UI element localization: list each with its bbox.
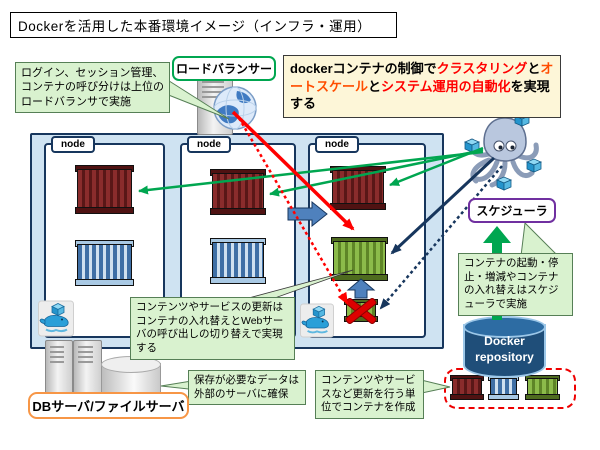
storage-callout: 保存が必要なデータは外部のサーバに確保 — [188, 370, 306, 406]
docker-repository-cylinder: Docker repository — [463, 316, 546, 378]
image-container-green — [525, 375, 560, 400]
container-red-node3 — [330, 166, 386, 210]
failed-x-icon — [345, 298, 377, 324]
container-red-node1 — [75, 165, 134, 214]
node-label-2: node — [187, 136, 231, 153]
container-green-node3 — [331, 237, 388, 281]
node-label-1: node — [51, 136, 95, 153]
scheduler-callout-beak — [520, 221, 560, 257]
scheduler-octopus-icon — [463, 112, 543, 191]
docker-repository-label: Docker repository — [475, 334, 534, 364]
container-red-node2 — [210, 169, 266, 215]
highlight-box: dockerコンテナの制御でクラスタリングとオートスケールとシステム運用の自動化… — [283, 55, 561, 118]
db-server-label: DBサーバ/ファイルサーバ — [28, 392, 189, 419]
page-title: Dockerを活用した本番環境イメージ（インフラ・運用） — [10, 12, 397, 38]
load-balancer-label: ロードバランサー — [172, 56, 276, 81]
container-blue-node2 — [210, 238, 266, 284]
login-callout: ログイン、セッション管理、コンテナの呼び分けは上位のロードバランサで実施 — [15, 62, 170, 113]
globe-icon — [213, 86, 257, 130]
file-server-icon — [73, 340, 102, 400]
node-label-3: node — [315, 136, 359, 153]
db-server-icon — [45, 340, 73, 400]
container-blue-node1 — [75, 240, 134, 286]
update-callout: コンテンツやサービスの更新はコンテナの入れ替えとWebサーバの呼び出しの切り替え… — [130, 297, 295, 360]
scheduler-ops-callout: コンテナの起動・停止・増減やコンテナの入れ替えはスケジューラで実施 — [458, 253, 573, 316]
docker-whale-icon — [38, 300, 74, 337]
scheduler-label: スケジューラ — [468, 198, 556, 223]
container-unit-callout: コンテンツやサービスなど更新を行う単位でコンテナを作成 — [315, 370, 424, 419]
docker-whale-icon — [300, 303, 334, 338]
